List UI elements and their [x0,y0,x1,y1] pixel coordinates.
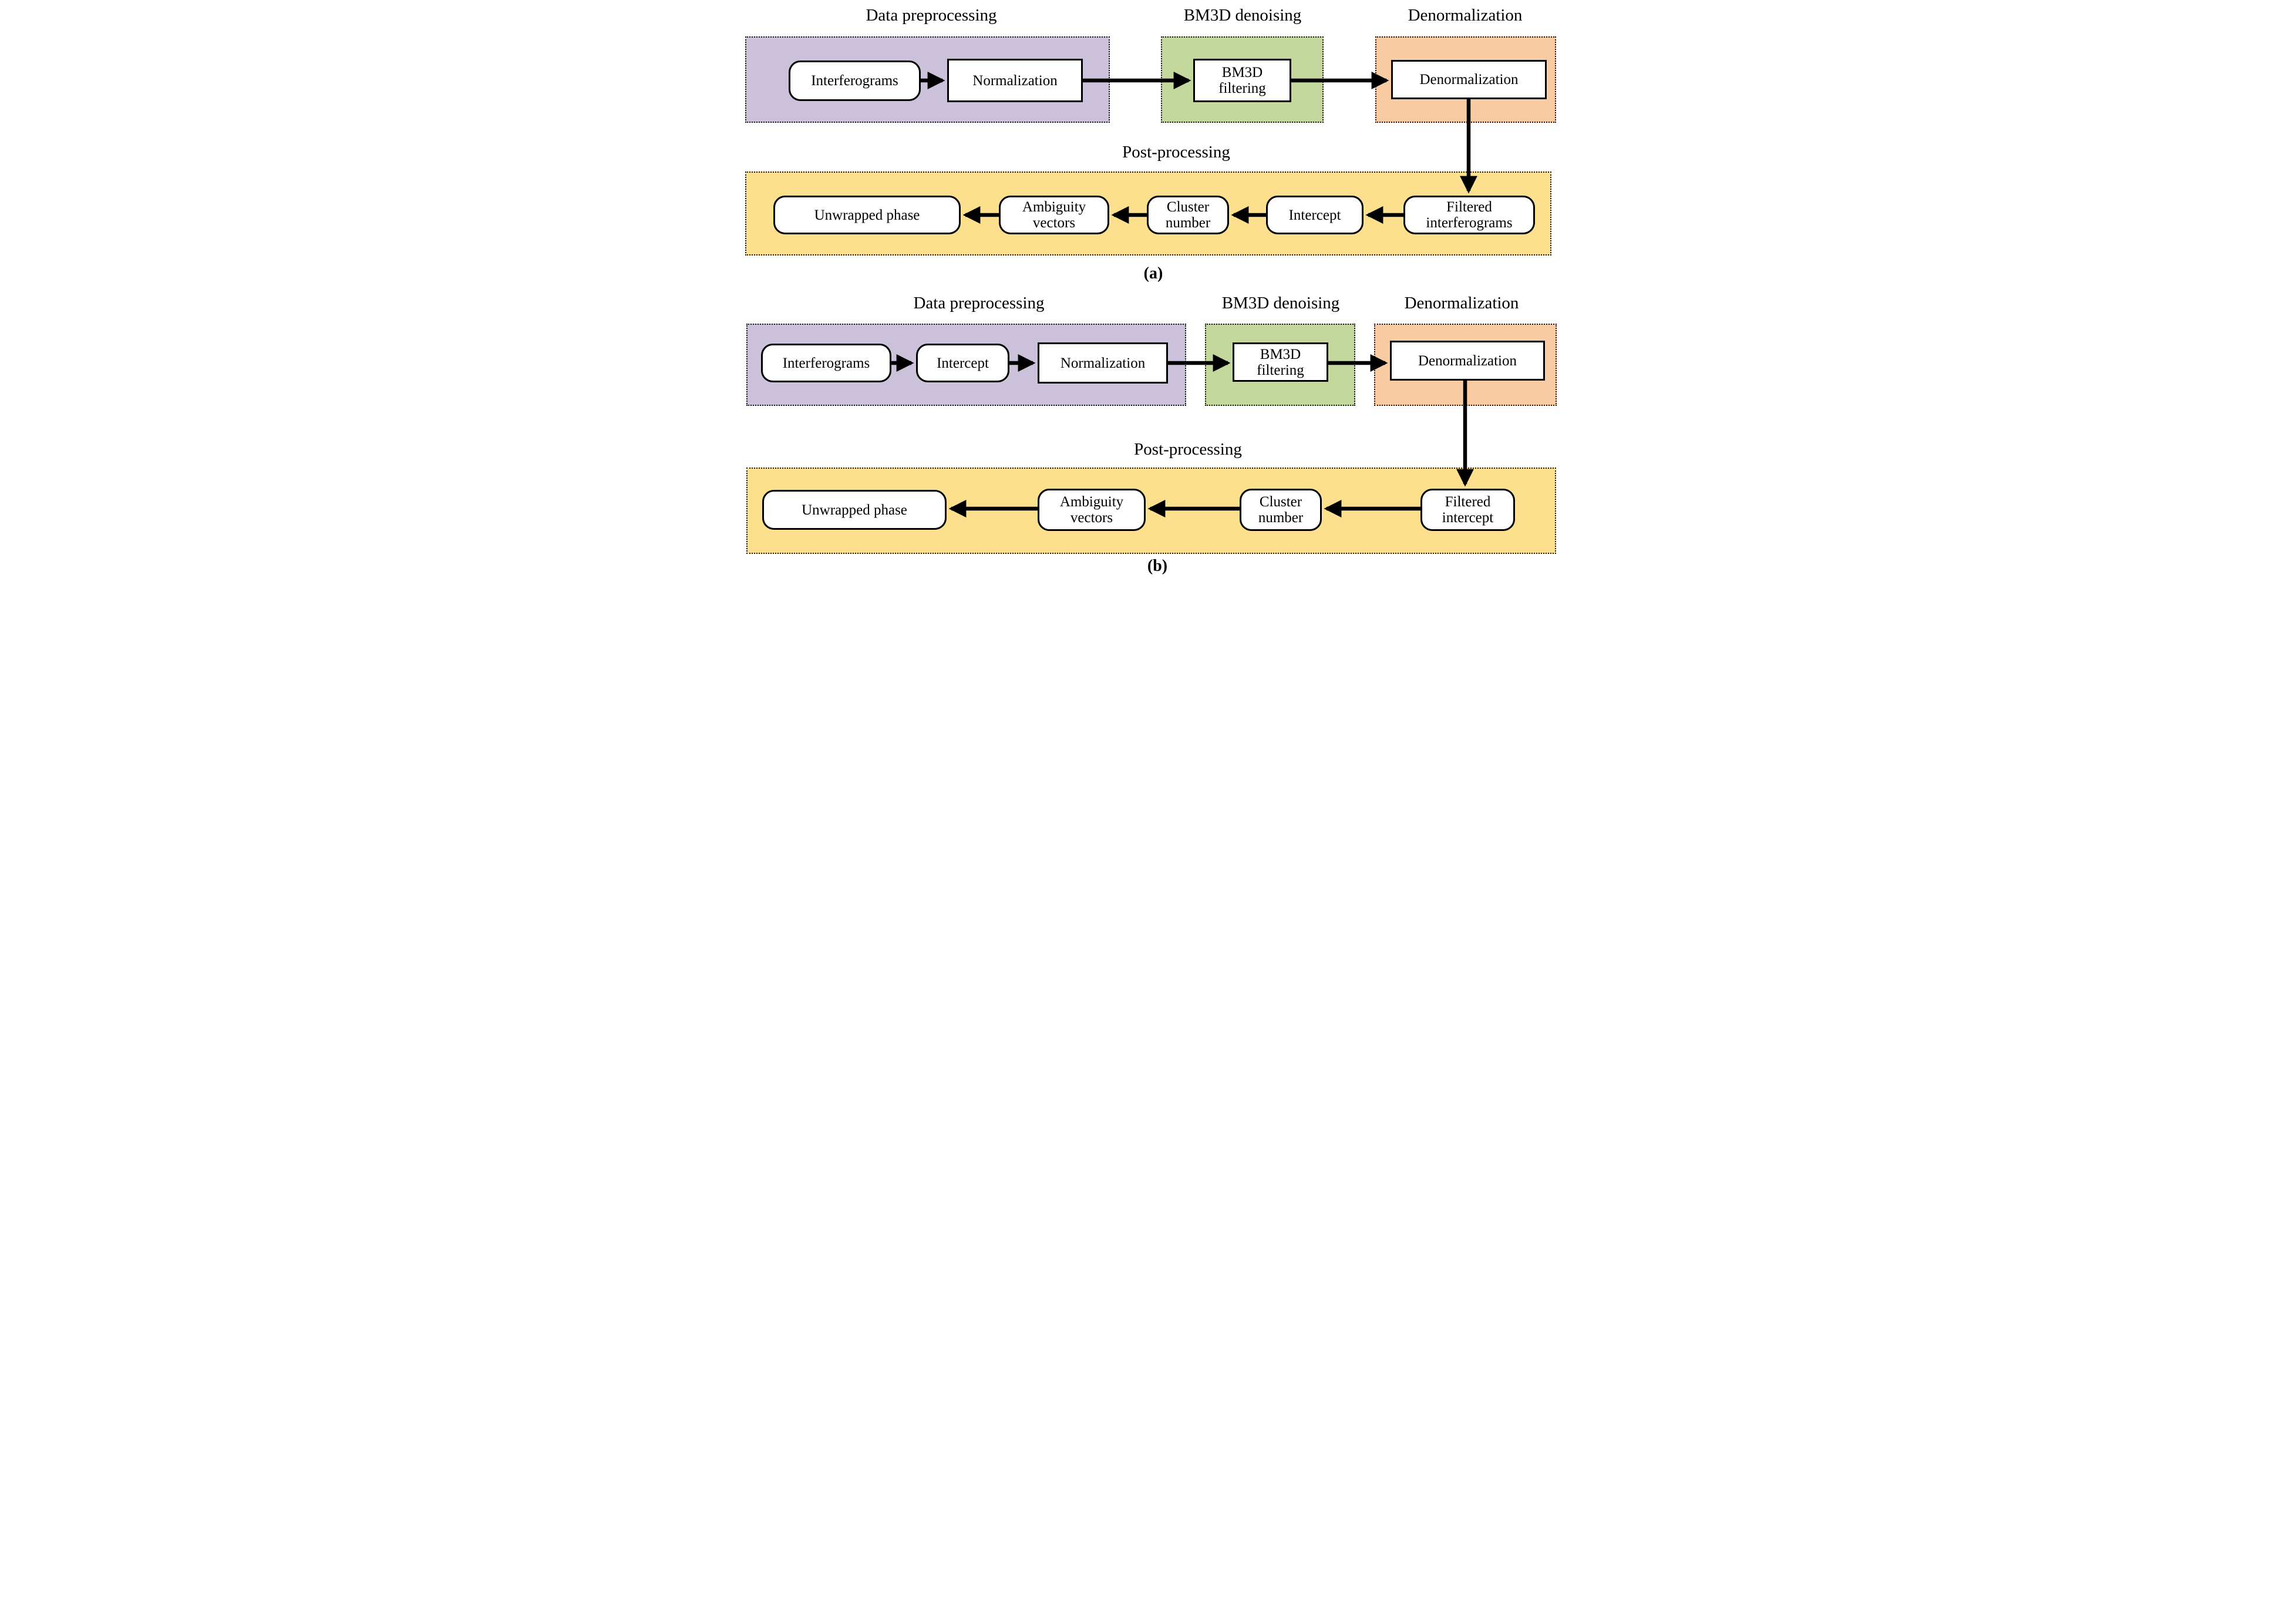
panel-a-label: (a) [1143,264,1163,283]
panel-b-node-bm3d-filtering: BM3D filtering [1233,342,1328,382]
node-label: BM3D filtering [1257,346,1304,378]
node-label: Ambiguity vectors [1022,199,1086,231]
panel-b-title-preprocessing: Data preprocessing [913,294,1045,312]
node-label: Intercept [937,355,989,371]
panel-a-title-preprocessing: Data preprocessing [866,6,997,25]
panel-b-title-denoising: BM3D denoising [1221,294,1340,312]
node-label: Denormalization [1418,352,1517,369]
node-label: Normalization [972,72,1058,89]
panel-b-node-interferograms: Interferograms [761,344,891,382]
panel-b-node-unwrapped-phase: Unwrapped phase [762,490,947,530]
panel-a-title-denoising: BM3D denoising [1183,6,1302,25]
panel-b-label: (b) [1147,557,1168,575]
panel-a-node-bm3d-filtering: BM3D filtering [1193,59,1291,102]
panel-b-node-cluster-number: Cluster number [1240,489,1322,531]
panel-a-node-normalization: Normalization [947,59,1083,102]
node-label: Ambiguity vectors [1059,494,1124,526]
node-label: BM3D filtering [1218,65,1266,96]
node-label: Interferograms [811,73,898,89]
panel-b-node-normalization: Normalization [1038,342,1168,384]
panel-b-title-denormalization: Denormalization [1404,294,1519,312]
panel-a-node-cluster-number: Cluster number [1147,196,1229,234]
node-label: Cluster number [1258,494,1304,526]
node-label: Denormalization [1419,72,1519,88]
panel-a-node-interferograms: Interferograms [789,60,921,101]
panel-a-title-denormalization: Denormalization [1408,6,1523,25]
panel-a-title-postprocessing: Post-processing [1122,143,1230,162]
node-label: Filtered interferograms [1426,199,1513,231]
panel-b-node-intercept: Intercept [916,344,1009,382]
panel-b-node-denormalization: Denormalization [1390,341,1545,381]
panel-b-node-filtered-intercept: Filtered intercept [1420,489,1515,531]
panel-a-node-ambiguity-vectors: Ambiguity vectors [999,196,1109,234]
flowchart-figure: Data preprocessing BM3D denoising Denorm… [737,0,1559,576]
panel-a-node-intercept: Intercept [1266,196,1364,234]
panel-a-node-unwrapped-phase: Unwrapped phase [773,196,961,234]
panel-b-title-postprocessing: Post-processing [1134,440,1242,459]
panel-b-node-ambiguity-vectors: Ambiguity vectors [1038,489,1146,531]
node-label: Cluster number [1165,199,1211,231]
panel-a-node-filtered-interferograms: Filtered interferograms [1403,196,1535,234]
node-label: Intercept [1288,207,1341,223]
node-label: Filtered intercept [1442,494,1494,526]
node-label: Interferograms [782,355,870,371]
node-label: Unwrapped phase [814,207,920,223]
node-label: Unwrapped phase [802,502,907,518]
panel-a-node-denormalization: Denormalization [1391,60,1547,99]
node-label: Normalization [1060,355,1146,371]
